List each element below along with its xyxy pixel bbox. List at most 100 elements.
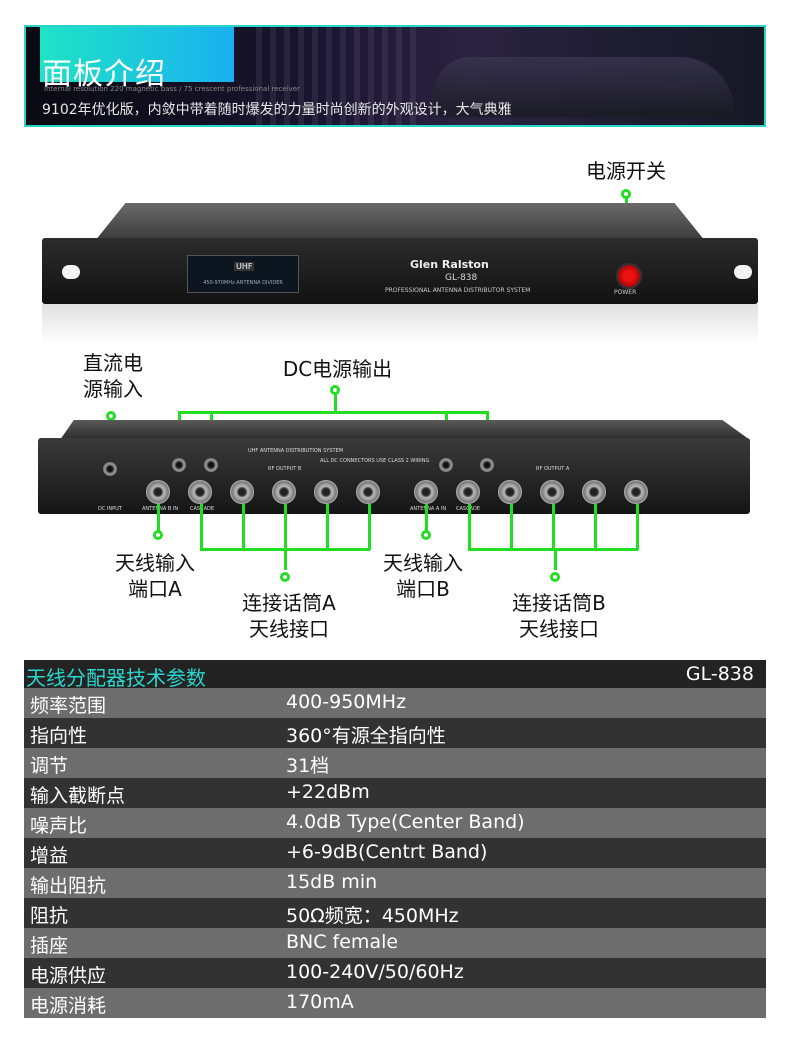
banner-car-image	[434, 57, 734, 117]
callout-antenna-input-a-line1: 天线输入	[115, 551, 195, 575]
back-panel-title: UHF ANTENNA DISTRIBUTION SYSTEM	[248, 448, 344, 454]
antenna-a-in-label: ANTENNA A IN	[410, 506, 447, 512]
spec-key: 电源消耗	[30, 995, 107, 1017]
spec-key: 噪声比	[30, 815, 88, 837]
bnc-port[interactable]	[582, 480, 606, 504]
callout-line	[284, 504, 287, 550]
spec-value: +22dBm	[286, 781, 370, 803]
spec-key: 调节	[30, 755, 69, 777]
callout-line	[334, 394, 337, 412]
spec-row: 频率范围 400-950MHz	[24, 688, 766, 718]
spec-table-model: GL-838	[685, 663, 754, 685]
callout-dot	[280, 572, 290, 582]
callout-power-switch: 电源开关	[586, 159, 666, 183]
dc-note: ALL DC CONNECTORS USE CLASS 2 WIRING	[320, 458, 430, 464]
spec-value: +6-9dB(Centrt Band)	[286, 841, 488, 863]
spec-key: 阻抗	[30, 905, 69, 927]
dc-output-jack[interactable]	[439, 458, 453, 472]
spec-value: 4.0dB Type(Center Band)	[286, 811, 525, 833]
callout-mic-a-line1: 连接话筒A	[242, 591, 336, 615]
spec-row: 输入截断点 +22dBm	[24, 778, 766, 808]
callout-dot	[550, 572, 560, 582]
dc-output-jack[interactable]	[480, 458, 494, 472]
power-label: POWER	[614, 289, 637, 296]
callout-dot	[106, 411, 116, 421]
spec-value: 15dB min	[286, 871, 378, 893]
rf-output-b-label: RF OUTPUT B	[268, 466, 302, 472]
callout-line	[200, 504, 203, 550]
callout-antenna-input-b-line1: 天线输入	[383, 551, 463, 575]
spec-key: 输入截断点	[30, 785, 126, 807]
callout-line	[326, 504, 329, 550]
rack-hole-left	[62, 265, 80, 279]
display-text: 450-970MHz ANTENNA DIVIDER	[203, 280, 283, 286]
bnc-antenna-input-b[interactable]	[414, 480, 438, 504]
callout-antenna-input-b-line2: 端口B	[396, 577, 450, 601]
front-display: UHF 450-970MHz ANTENNA DIVIDER	[187, 255, 299, 293]
banner-fine-print: Internal resolution 220 magnetic bass / …	[44, 85, 300, 93]
callout-line	[178, 411, 488, 414]
spec-table: 天线分配器技术参数 GL-838 频率范围 400-950MHz 指向性 360°有…	[24, 660, 766, 1018]
callout-line	[284, 548, 287, 570]
bnc-port[interactable]	[624, 480, 648, 504]
callout-line	[636, 504, 639, 550]
callout-line	[157, 504, 160, 532]
front-model: GL-838	[445, 273, 478, 283]
callout-line	[552, 504, 555, 550]
dc-input-jack[interactable]	[103, 462, 117, 476]
callout-dot	[621, 189, 631, 199]
spec-table-header: 天线分配器技术参数 GL-838	[24, 660, 766, 690]
device-top-cover	[95, 203, 705, 241]
callout-antenna-input-a-line2: 端口A	[128, 577, 182, 601]
callout-mic-a-line2: 天线接口	[249, 617, 329, 641]
callout-mic-b-line2: 天线接口	[519, 617, 599, 641]
dc-input-label: DC INPUT	[98, 506, 122, 512]
spec-row: 噪声比 4.0dB Type(Center Band)	[24, 808, 766, 838]
bnc-port[interactable]	[188, 480, 212, 504]
spec-value: BNC female	[286, 931, 399, 953]
bnc-antenna-input-a[interactable]	[146, 480, 170, 504]
spec-value: 360°有源全指向性	[286, 725, 446, 747]
bnc-port[interactable]	[498, 480, 522, 504]
callout-dc-out: DC电源输出	[282, 357, 393, 381]
callout-line	[510, 504, 513, 550]
callout-dot	[421, 530, 431, 540]
bnc-port[interactable]	[314, 480, 338, 504]
banner-subtitle: 9102年优化版，内敛中带着随时爆发的力量时尚创新的外观设计，大气典雅	[42, 102, 512, 118]
antenna-b-in-label: ANTENNA B IN	[142, 506, 179, 512]
spec-key: 指向性	[30, 725, 88, 747]
spec-key: 增益	[30, 845, 69, 867]
power-button[interactable]	[616, 263, 642, 289]
rf-output-a-label: RF OUTPUT A	[536, 466, 570, 472]
spec-value: 100-240V/50/60Hz	[286, 961, 464, 983]
dc-output-jack[interactable]	[172, 458, 186, 472]
spec-table-title: 天线分配器技术参数	[26, 666, 206, 690]
device-back-panel	[38, 438, 750, 514]
banner-title-box	[40, 27, 234, 82]
bnc-port[interactable]	[272, 480, 296, 504]
spec-value: 400-950MHz	[286, 691, 407, 713]
spec-value: 31档	[286, 755, 330, 777]
banner-title: 面板介绍	[42, 57, 166, 92]
banner-decoration	[256, 27, 416, 125]
display-uhf: UHF	[234, 262, 255, 271]
callout-line	[242, 504, 245, 550]
bnc-port[interactable]	[356, 480, 380, 504]
bnc-port[interactable]	[456, 480, 480, 504]
callout-mic-b-line1: 连接话筒B	[512, 591, 606, 615]
spec-row: 调节 31档	[24, 748, 766, 778]
front-system-text: PROFESSIONAL ANTENNA DISTRIBUTOR SYSTEM	[385, 287, 531, 294]
spec-key: 频率范围	[30, 695, 107, 717]
bnc-port[interactable]	[540, 480, 564, 504]
callout-line	[425, 504, 428, 532]
callout-line	[368, 504, 371, 550]
dc-output-jack[interactable]	[204, 458, 218, 472]
bnc-port[interactable]	[230, 480, 254, 504]
brand-logo: Glen Ralston	[410, 258, 489, 271]
callout-dot	[330, 385, 340, 395]
